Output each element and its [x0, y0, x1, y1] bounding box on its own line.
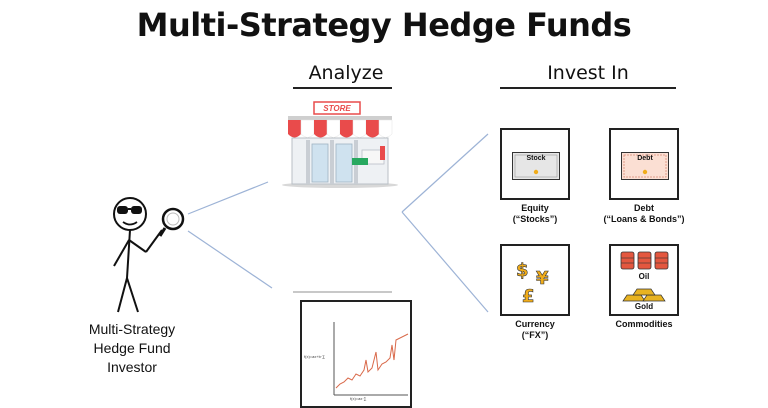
magnifying-glass-icon — [158, 207, 185, 237]
connector-to-store — [187, 181, 269, 215]
chart-formula-bottom: f(x)=ax·∑ — [350, 396, 367, 401]
currency-symbols-icon: $ ¥ £ — [516, 260, 550, 308]
investor-label: Multi-Strategy Hedge Fund Investor — [88, 321, 176, 375]
connector-to-assets-top — [401, 133, 489, 213]
store-icon: STORE — [282, 101, 398, 188]
heading-invest-in-underline — [500, 87, 676, 89]
store-sign-text: STORE — [323, 104, 351, 113]
svg-text:£: £ — [522, 286, 535, 307]
gold-bars-icon — [622, 288, 666, 302]
commodities-card: Oil Gold — [609, 244, 679, 316]
equity-caption: Equity (“Stocks”) — [512, 203, 558, 224]
debt-caption: Debt (“Loans & Bonds”) — [603, 203, 685, 224]
stock-certificate-icon — [512, 152, 560, 180]
equity-card: Stock — [500, 128, 570, 200]
svg-text:$: $ — [516, 260, 529, 281]
connector-to-chart — [187, 230, 273, 289]
line-chart-thumbnail: f(x)=ax+b·∑ f(x)=ax·∑ — [304, 322, 409, 401]
sunglasses-right-lens — [131, 206, 142, 214]
debt-card: Debt — [609, 128, 679, 200]
heading-analyze-underline — [293, 87, 392, 89]
gold-label: Gold — [634, 302, 654, 311]
store-awning — [288, 119, 393, 138]
currency-caption: Currency (“FX”) — [515, 319, 555, 340]
oil-barrels-icon — [620, 251, 669, 270]
connector-to-assets-bottom — [401, 211, 489, 313]
heading-invest-in: Invest In — [547, 62, 629, 84]
debt-certificate-icon — [621, 152, 669, 180]
currency-card: $ ¥ £ — [500, 244, 570, 316]
chart-divider — [293, 291, 392, 293]
heading-analyze: Analyze — [308, 62, 384, 84]
investor-stick-figure — [113, 197, 185, 313]
svg-text:¥: ¥ — [536, 268, 549, 289]
debt-doc-label: Debt — [637, 155, 653, 162]
sunglasses-left-lens — [117, 206, 128, 214]
stock-doc-label: Stock — [526, 155, 546, 162]
commodities-caption: Commodities — [615, 319, 673, 329]
chart-formula-top: f(x)=ax+b·∑ — [304, 354, 325, 359]
oil-label: Oil — [638, 272, 650, 281]
page-title: Multi-Strategy Hedge Funds — [136, 6, 632, 44]
